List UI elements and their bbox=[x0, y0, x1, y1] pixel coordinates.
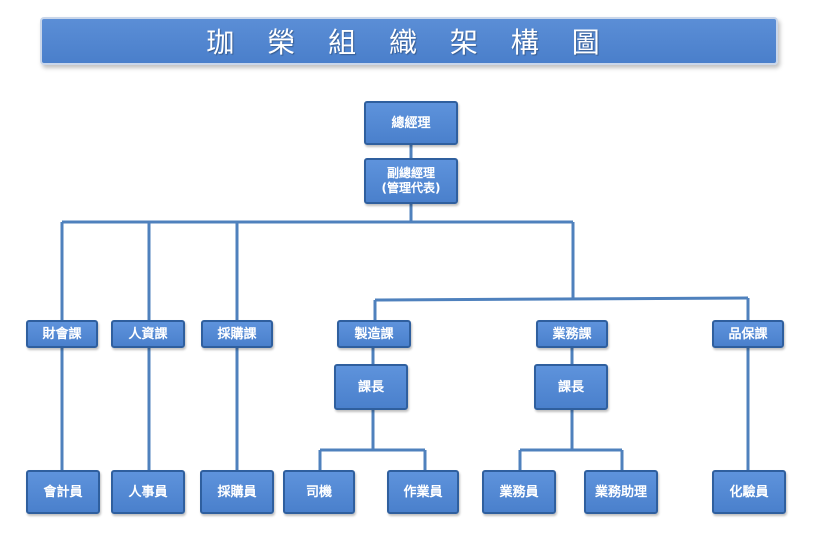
node-label: 業務助理 bbox=[594, 484, 647, 500]
node-qa-dept: 品保課 bbox=[712, 320, 784, 348]
node-deputy-general-manager: 副總經理 (管理代表) bbox=[364, 158, 458, 204]
node-label: 業務員 bbox=[499, 484, 539, 500]
chart-title: 珈 榮 組 織 架 構 圖 bbox=[206, 26, 612, 59]
node-label: 作業員 bbox=[403, 484, 443, 500]
node-hr-staff: 人事員 bbox=[111, 470, 185, 514]
node-accountant: 會計員 bbox=[26, 470, 100, 514]
node-label: 課長 bbox=[557, 379, 584, 395]
node-general-manager: 總經理 bbox=[364, 101, 458, 145]
node-hr-dept: 人資課 bbox=[111, 320, 185, 348]
node-label: 總經理 bbox=[391, 115, 431, 131]
node-label: 製造課 bbox=[354, 326, 394, 342]
node-operator: 作業員 bbox=[387, 470, 459, 514]
node-finance-dept: 財會課 bbox=[26, 320, 98, 348]
node-chemist: 化驗員 bbox=[712, 470, 786, 514]
node-purchasing-dept: 採購課 bbox=[201, 320, 273, 348]
node-label: 司機 bbox=[305, 484, 332, 500]
node-label-line2: (管理代表) bbox=[381, 181, 441, 195]
node-sales-dept: 業務課 bbox=[536, 320, 608, 348]
title-banner: 珈 榮 組 織 架 構 圖 bbox=[40, 17, 778, 65]
node-driver: 司機 bbox=[283, 470, 355, 514]
node-label: 課長 bbox=[357, 379, 384, 395]
node-label: 人資課 bbox=[128, 326, 168, 342]
node-label-line1: 副總經理 bbox=[386, 166, 435, 180]
node-manufacturing-dept: 製造課 bbox=[337, 320, 411, 348]
node-label: 化驗員 bbox=[729, 484, 769, 500]
node-salesperson: 業務員 bbox=[482, 470, 556, 514]
node-sales-chief: 課長 bbox=[534, 364, 608, 410]
node-label: 採購課 bbox=[217, 326, 257, 342]
node-label: 採購員 bbox=[217, 484, 257, 500]
node-sales-assistant: 業務助理 bbox=[584, 470, 658, 514]
node-label: 財會課 bbox=[42, 326, 82, 342]
node-label: 會計員 bbox=[43, 484, 83, 500]
node-label: 業務課 bbox=[552, 326, 592, 342]
node-label: 品保課 bbox=[728, 326, 768, 342]
node-label: 人事員 bbox=[128, 484, 168, 500]
node-manufacturing-chief: 課長 bbox=[334, 364, 408, 410]
node-purchaser: 採購員 bbox=[200, 470, 274, 514]
